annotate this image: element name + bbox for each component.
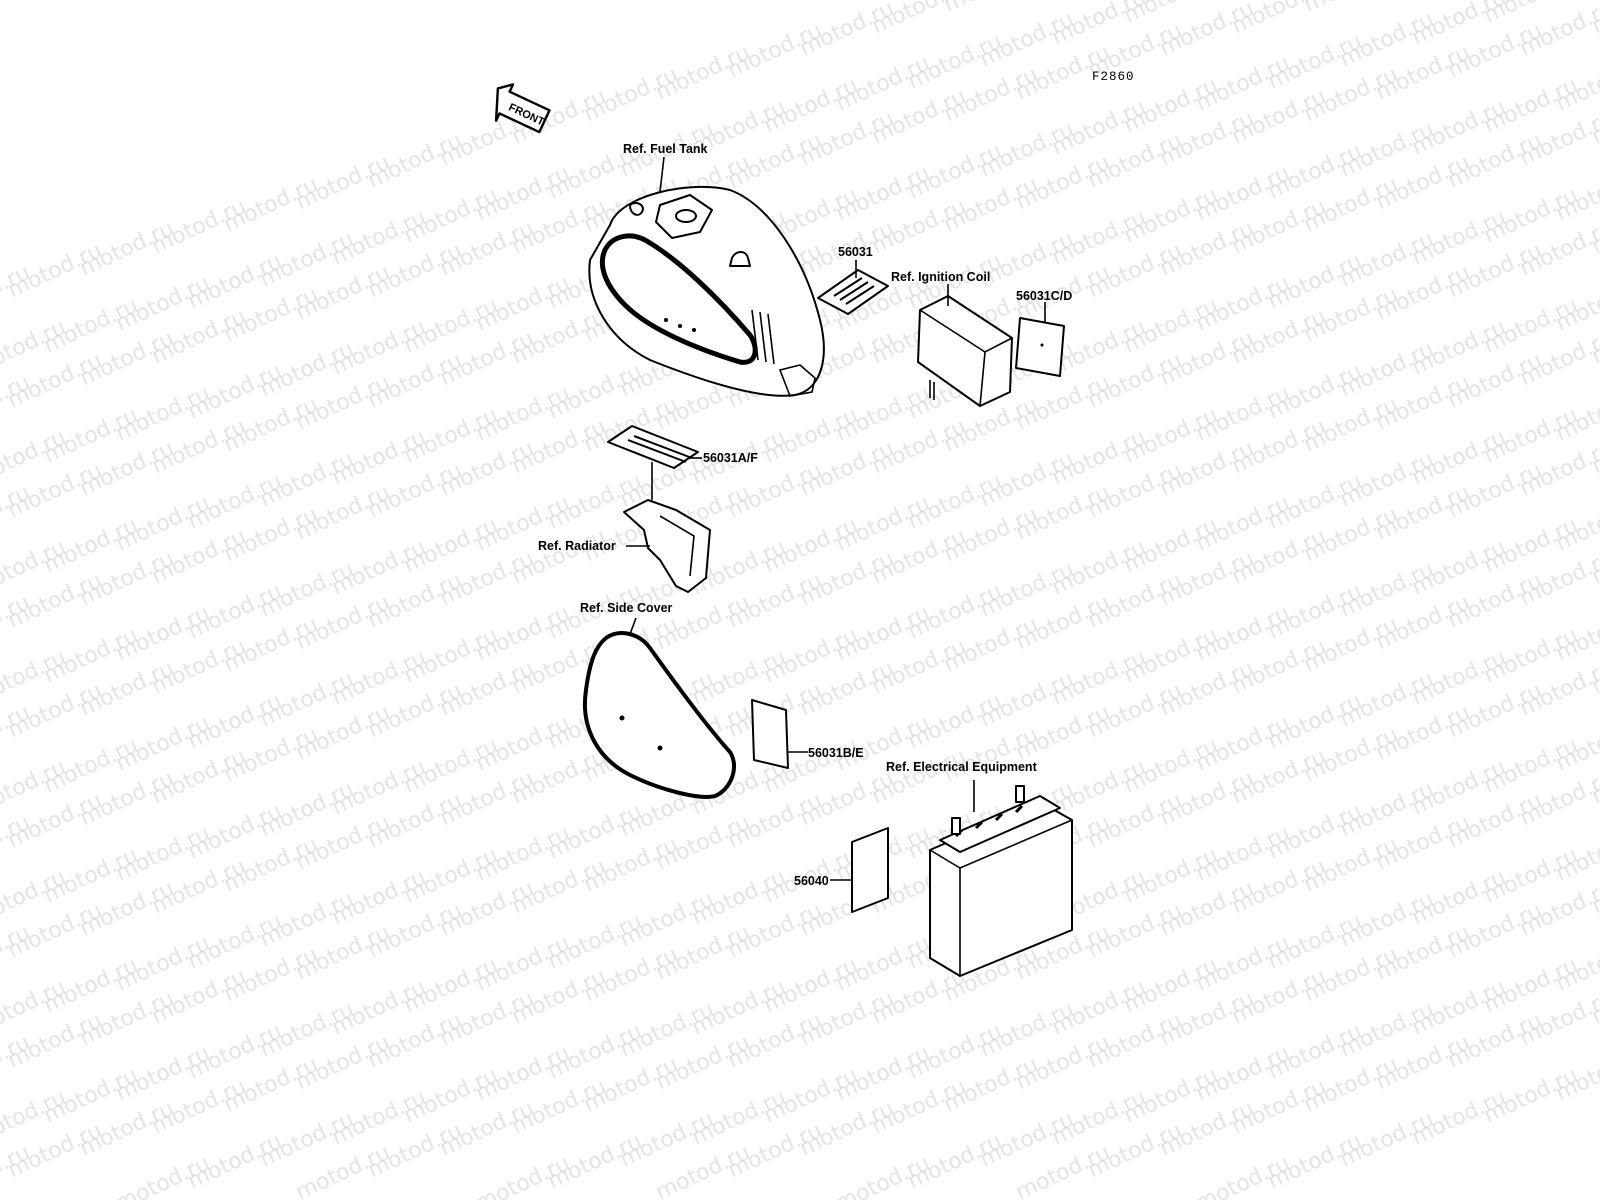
part-number-56031cd: 56031C/D [1016, 289, 1072, 303]
label-radiator: Ref. Radiator [538, 539, 616, 553]
label-ignition-coil: Ref. Ignition Coil [891, 270, 990, 284]
watermark-text: motod.ru [940, 0, 1042, 17]
decal-56031be [751, 699, 789, 769]
battery [929, 785, 1073, 977]
figure-code: F2860 [1092, 70, 1135, 84]
part-number-56031: 56031 [838, 245, 873, 259]
fuel-tank [588, 185, 825, 397]
watermark-text: motod.ru [1300, 0, 1402, 17]
fuel-tank-leader [659, 156, 665, 193]
part-number-56031af: 56031A/F [703, 451, 758, 465]
part-number-56031be: 56031B/E [808, 746, 864, 760]
decal-56031cd [1015, 317, 1065, 377]
label-fuel-tank: Ref. Fuel Tank [623, 142, 708, 156]
radiator-bracket [623, 499, 711, 593]
label-side-cover: Ref. Side Cover [580, 601, 673, 615]
decal-56040 [851, 827, 889, 913]
side-cover [582, 631, 736, 799]
decal-56031 [817, 269, 889, 315]
ignition-coil [917, 295, 1013, 407]
part-number-56040: 56040 [794, 874, 829, 888]
label-electrical-equipment: Ref. Electrical Equipment [886, 760, 1038, 774]
decal-56031af [607, 425, 699, 469]
